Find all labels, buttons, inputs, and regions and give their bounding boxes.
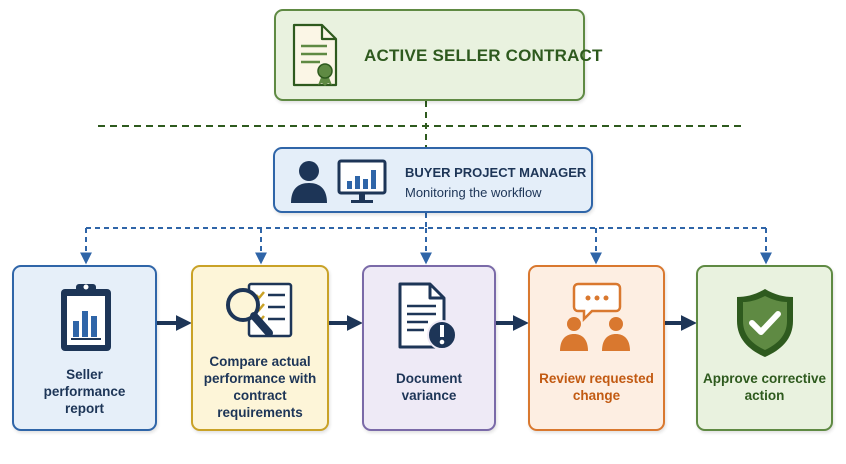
shield-check-icon <box>737 289 793 357</box>
step-5-label: Approve corrective action <box>702 371 827 403</box>
magnifier-checklist-icon <box>226 282 293 338</box>
step-seller-performance-report: Seller performance report <box>12 265 157 431</box>
step-1-label: Seller performance report <box>43 367 126 416</box>
manager-title: BUYER PROJECT MANAGER <box>405 165 587 180</box>
active-seller-contract-box: ACTIVE SELLER CONTRACT <box>274 9 602 101</box>
discussion-people-icon <box>560 282 630 351</box>
contract-title: ACTIVE SELLER CONTRACT <box>364 46 603 65</box>
certificate-document-icon <box>292 23 338 87</box>
monitor-chart-icon <box>337 159 387 203</box>
step-3-label: Document variance <box>395 371 462 403</box>
person-icon <box>291 161 327 203</box>
clipboard-chart-icon <box>61 284 111 351</box>
step-4-label: Review requested change <box>539 371 654 403</box>
step-approve-corrective-action: Approve corrective action <box>696 265 833 431</box>
document-warning-icon <box>398 282 457 350</box>
buyer-project-manager-box: BUYER PROJECT MANAGER Monitoring the wor… <box>273 147 593 213</box>
step-document-variance: Document variance <box>362 265 496 431</box>
step-review-requested-change: Review requested change <box>528 265 665 431</box>
step-compare-performance: Compare actual performance with contract… <box>191 265 329 431</box>
manager-subtitle: Monitoring the workflow <box>405 185 542 200</box>
step-2-label: Compare actual performance with contract… <box>203 354 317 420</box>
